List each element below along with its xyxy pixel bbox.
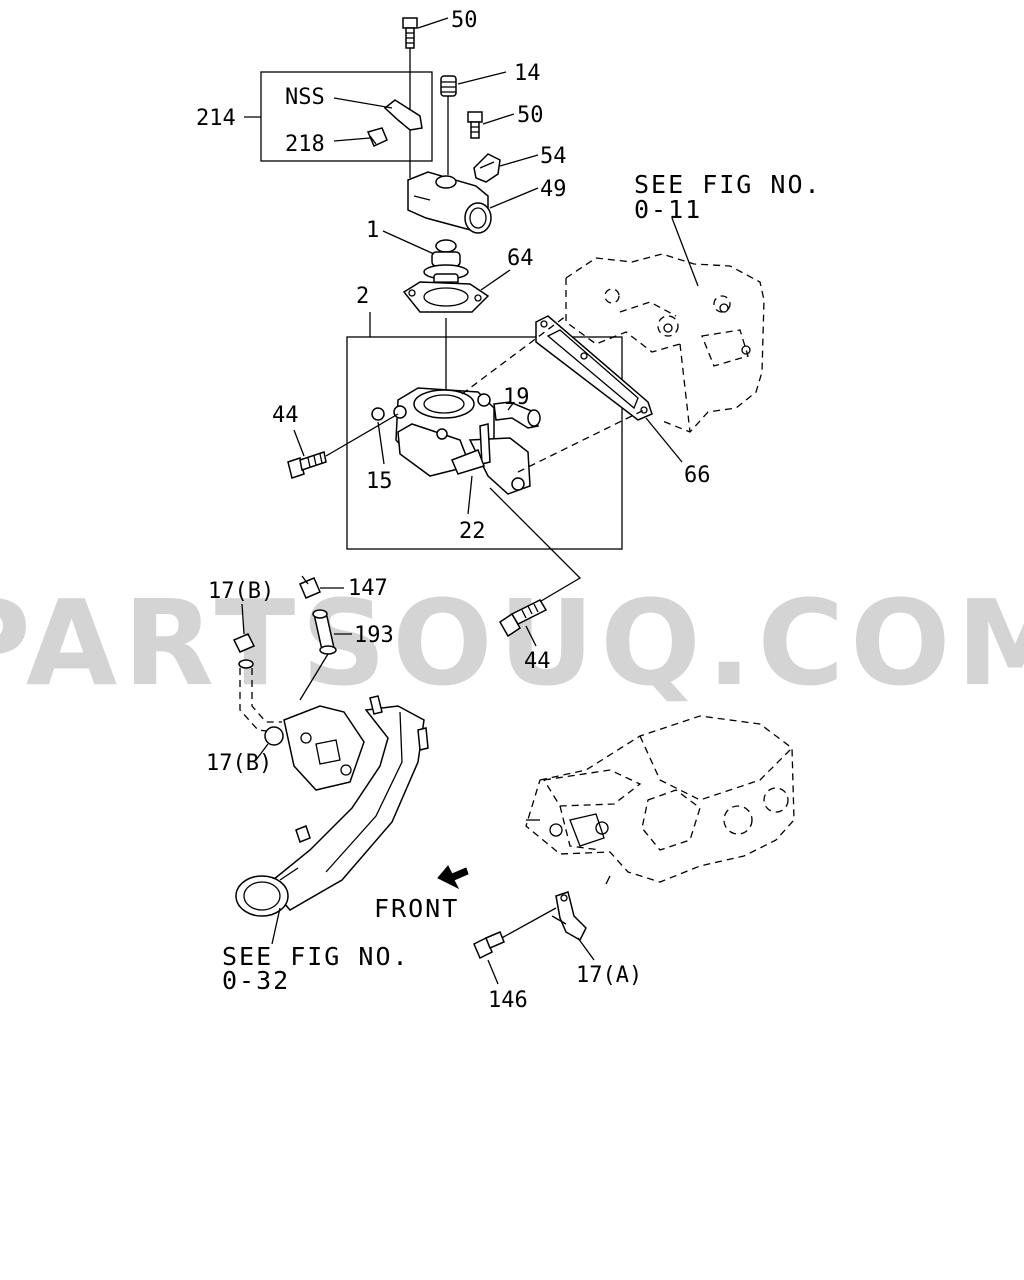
callout-50-mid: 50 [517,103,544,128]
bracket-17a [551,891,587,942]
callout-147: 147 [348,576,388,601]
callout-146: 146 [488,988,528,1013]
leader-19 [507,401,515,411]
leader-64 [480,269,511,291]
leader-54 [499,154,539,167]
callout-15: 15 [366,469,393,494]
clamp-17b-top [232,633,256,653]
plug-14 [440,75,457,97]
leader-50-mid [482,113,515,125]
leader-1 [382,230,435,255]
bolt-50-mid [467,111,483,139]
leader-17b-bottom [255,743,269,761]
leader-15 [377,421,385,465]
reference-fig-032-line2: 0-32 [222,966,290,995]
clamp-17b-bottom [264,726,284,746]
leader-44-left [293,429,305,457]
reference-fig-011-line2: 0-11 [634,195,702,224]
reference-fig-032-line1: SEE FIG NO. [222,942,410,971]
cylinder-head-reference [565,253,765,433]
leader-17a [577,937,595,961]
callout-44-right: 44 [524,649,551,674]
callout-44-left: 44 [272,403,299,428]
reference-fig-011-line1: SEE FIG NO. [634,170,822,199]
callout-50-top: 50 [451,8,478,33]
pipe-15-stub [451,449,485,475]
intake-manifold-reference [525,715,795,885]
callout-17a: 17(A) [576,963,642,988]
guide-line-146 [497,907,557,941]
watermark: PARTSOUQ.COM [0,574,1024,712]
leader-218 [333,137,371,142]
bolt-44-right [499,599,548,638]
guide-line-193 [299,653,329,701]
callout-1: 1 [366,218,379,243]
leader-fig-011 [671,217,699,287]
guide-line-44-right [489,487,582,605]
bolt-hole-15 [371,407,385,421]
thermostat-housing-49 [407,171,492,234]
callout-193: 193 [354,623,394,648]
callout-22: 22 [459,519,486,544]
gasket-64 [402,281,490,313]
callout-2: 2 [356,284,369,309]
leader-49 [489,187,539,209]
callout-14: 14 [514,61,541,86]
nss-bracket [383,99,423,131]
callout-54: 54 [540,144,567,169]
callout-nss: NSS [285,85,325,110]
bolt-146 [473,931,505,960]
callout-17b-bottom: 17(B) [206,751,272,776]
hose-193 [312,609,337,655]
callout-214: 214 [196,106,236,131]
axis-line-44-left [325,413,399,457]
leader-fig-032 [271,907,281,945]
gasket-66 [535,315,653,421]
water-pipe-assembly [235,695,429,917]
front-arrow-icon [437,865,469,890]
callout-66: 66 [684,463,711,488]
pipe-19 [493,401,541,429]
bolt-50-top [402,17,418,49]
clamp-147 [299,577,321,599]
clip-218 [366,127,388,148]
leader-14 [457,71,507,85]
hose-dashed-inner [251,668,282,723]
guide-line-top [461,315,567,395]
leader-66 [645,417,683,463]
hose-end-17b [238,659,254,669]
bolt-44-left [287,451,327,479]
leader-50-top [417,17,449,29]
callout-49: 49 [540,177,567,202]
leader-146 [487,959,499,985]
leader-44-right [525,625,537,647]
callout-19: 19 [503,385,530,410]
callout-17b-top: 17(B) [208,579,274,604]
clip-54 [473,153,501,183]
callout-64: 64 [507,246,534,271]
leader-nss [333,97,393,109]
leader-22 [467,475,473,515]
leader-17b-top [241,603,245,635]
pipe-22 [479,423,491,465]
reference-front: FRONT [374,894,459,923]
callout-218: 218 [285,132,325,157]
